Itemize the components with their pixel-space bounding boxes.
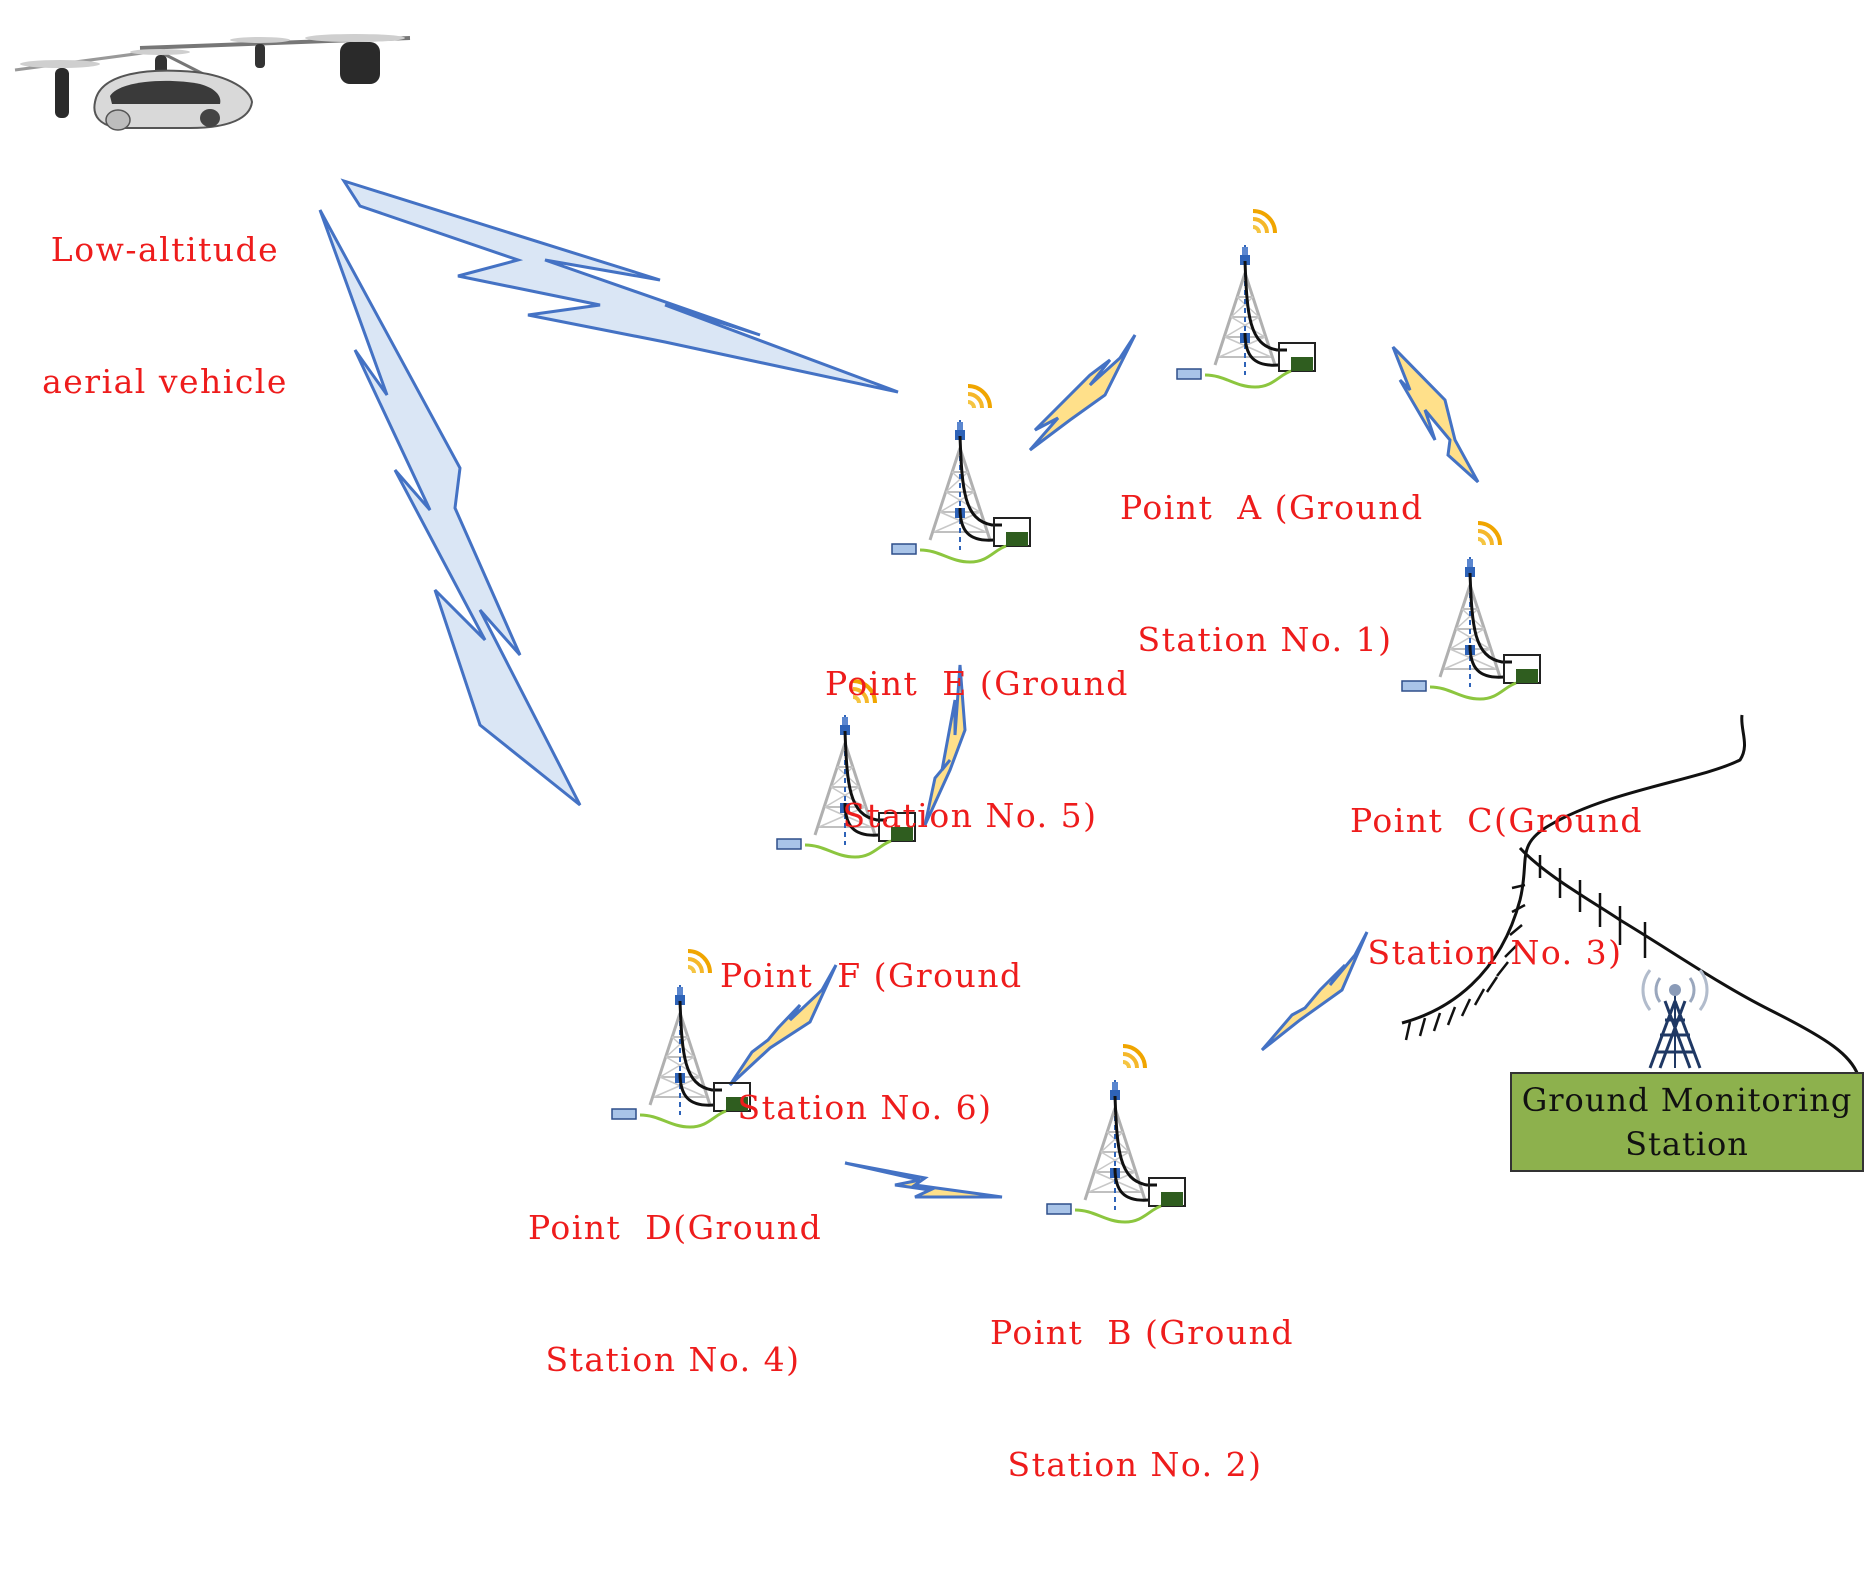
label-point-a: Point A (Ground Station No. 1) [1120,398,1424,750]
ground-station-tower-icon-c [1400,521,1542,701]
diagram-svg [14,34,1860,1224]
label-point-b: Point B (Ground Station No. 2) [990,1223,1295,1575]
radio-link-f-d [728,964,838,1087]
aerial-vehicle-icon [14,34,411,131]
radio-tower-icon [1641,969,1709,1069]
label-point-e-line2: Station No. 5) [842,796,1098,835]
label-point-e-line1: Point E (Ground [825,664,1129,703]
hill-terrain [1401,714,1860,1076]
monitor-label-line2: Station [1625,1125,1749,1163]
label-vehicle-line1: Low-altitude [50,230,280,269]
radio-link-e-a [1028,334,1137,452]
ground-station-tower-icon-b [1045,1044,1187,1224]
radio-link-vehicle-e [340,178,899,394]
ground-station-tower-icon-a [1175,209,1317,389]
label-point-a-line2: Station No. 1) [1137,620,1393,659]
label-point-c: Point C(Ground Station No. 3) [1350,711,1644,1063]
monitor-label-line1: Ground Monitoring [1521,1081,1853,1119]
ground-station-tower-icon-e [890,384,1032,564]
label-point-f-line2: Station No. 6) [737,1088,993,1127]
label-point-d-line2: Station No. 4) [545,1340,801,1379]
radio-link-e-f [923,664,967,826]
radio-link-a-c [1391,345,1480,484]
radio-link-d-b [844,1161,1003,1199]
label-point-a-line1: Point A (Ground [1120,488,1424,527]
label-point-c-line2: Station No. 3) [1367,933,1623,972]
label-point-b-line1: Point B (Ground [990,1313,1295,1352]
radio-link-vehicle-f [318,209,582,807]
radio-link-b-monitor [1260,931,1369,1052]
label-point-d: Point D(Ground Station No. 4) [528,1118,823,1470]
label-point-b-line2: Station No. 2) [1007,1445,1263,1484]
diagram-canvas: Low-altitude aerial vehicle Point A (Gro… [14,34,1864,1484]
label-point-f-line1: Point F (Ground [720,956,1023,995]
ground-monitoring-station-box: Ground Monitoring Station [1510,1072,1864,1172]
label-point-e: Point E (Ground Station No. 5) [825,574,1129,926]
label-vehicle-line2: aerial vehicle [42,362,288,401]
label-vehicle: Low-altitude aerial vehicle [20,140,310,492]
label-point-d-line1: Point D(Ground [528,1208,823,1247]
label-point-f: Point F (Ground Station No. 6) [720,866,1023,1218]
label-point-c-line1: Point C(Ground [1350,801,1644,840]
